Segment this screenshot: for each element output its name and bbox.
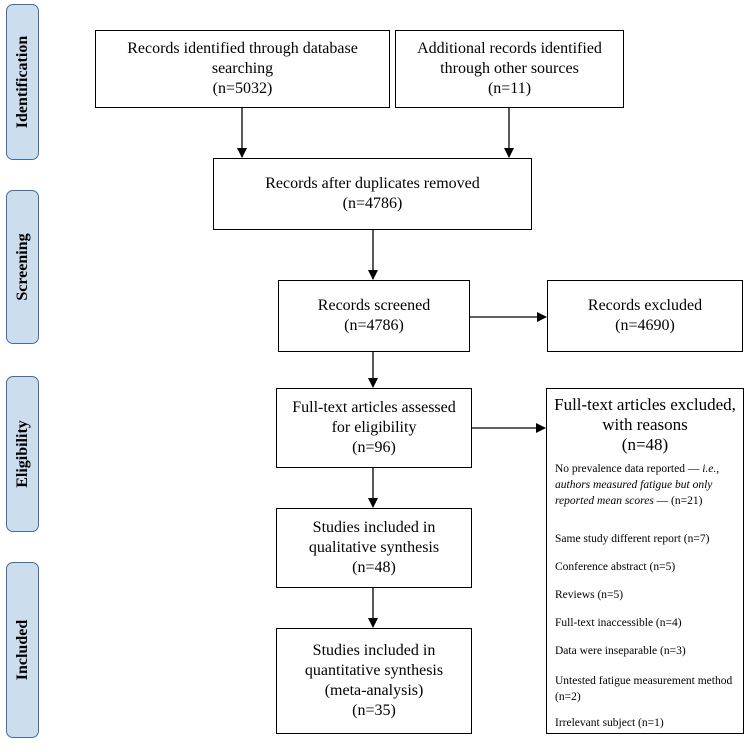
reason-fulltext-inaccessible: Full-text inaccessible (n=4)	[555, 617, 682, 629]
box-duplicates-removed: Records after duplicates removed (n=4786…	[213, 158, 532, 230]
reason-conference-abstract: Conference abstract (n=5)	[555, 561, 676, 573]
box-duplicates-removed-line1: Records after duplicates removed	[265, 175, 480, 192]
box-fulltext-assessed-count: (n=96)	[352, 439, 396, 456]
box-fulltext-assessed: Full-text articles assessed for eligibil…	[276, 388, 472, 468]
fulltext-excluded-heading: Full-text articles excluded, with reason…	[547, 395, 743, 455]
reason-data-inseparable: Data were inseparable (n=3)	[555, 645, 686, 657]
box-quantitative-line2: quantitative synthesis	[304, 662, 444, 679]
stage-eligibility: Eligibility	[6, 376, 39, 532]
box-other-sources-count: (n=11)	[487, 80, 532, 97]
reason-no-prevalence-data-count: — (n=21)	[653, 495, 703, 507]
box-fulltext-excluded: Full-text articles excluded, with reason…	[546, 388, 744, 734]
fulltext-excluded-title-line1: Full-text articles excluded,	[554, 395, 736, 414]
box-records-excluded-line1: Records excluded	[587, 297, 703, 314]
box-records-screened: Records screened (n=4786)	[278, 280, 470, 352]
reason-irrelevant-subject: Irrelevant subject (n=1)	[555, 717, 664, 729]
box-quantitative-synthesis: Studies included in quantitative synthes…	[276, 628, 472, 734]
reason-no-prevalence-data-detail: i.e., authors measured fatigue but only …	[555, 463, 720, 507]
box-fulltext-assessed-line2: for eligibility	[331, 419, 417, 436]
reason-same-study: Same study different report (n=7)	[555, 533, 710, 545]
stage-identification: Identification	[6, 4, 39, 160]
reason-no-prevalence-data: No prevalence data reported — i.e., auth…	[555, 461, 737, 509]
box-database-search: Records identified through database sear…	[95, 30, 390, 108]
box-other-sources-line1: Additional records identified	[417, 40, 602, 57]
stage-included: Included	[6, 562, 39, 738]
box-database-search-line2: searching	[211, 60, 274, 77]
box-other-sources: Additional records identified through ot…	[395, 30, 624, 108]
box-records-excluded: Records excluded (n=4690)	[547, 280, 743, 352]
fulltext-excluded-title-line2: with reasons	[602, 415, 688, 434]
box-qualitative-line2: qualitative synthesis	[308, 539, 440, 556]
box-records-excluded-count: (n=4690)	[615, 317, 675, 334]
box-qualitative-count: (n=48)	[352, 559, 396, 576]
box-database-search-count: (n=5032)	[212, 80, 273, 97]
reason-no-prevalence-data-text: No prevalence data reported —	[555, 463, 703, 475]
box-quantitative-count: (n=35)	[352, 702, 396, 719]
box-database-search-line1: Records identified through database	[127, 40, 358, 57]
box-fulltext-assessed-line1: Full-text articles assessed	[292, 399, 456, 416]
reason-reviews: Reviews (n=5)	[555, 589, 624, 601]
box-quantitative-line3: (meta-analysis)	[324, 682, 424, 699]
box-duplicates-removed-count: (n=4786)	[342, 195, 403, 212]
box-quantitative-line1: Studies included in	[312, 642, 436, 659]
box-qualitative-synthesis: Studies included in qualitative synthesi…	[276, 508, 472, 588]
box-other-sources-line2: through other sources	[440, 60, 579, 77]
reason-untested-method: Untested fatigue measurement method (n=2…	[555, 675, 733, 703]
box-qualitative-line1: Studies included in	[312, 519, 436, 536]
box-records-screened-line1: Records screened	[317, 297, 431, 314]
box-records-screened-count: (n=4786)	[344, 317, 404, 334]
fulltext-excluded-count: (n=48)	[621, 435, 669, 454]
stage-screening: Screening	[6, 190, 39, 344]
